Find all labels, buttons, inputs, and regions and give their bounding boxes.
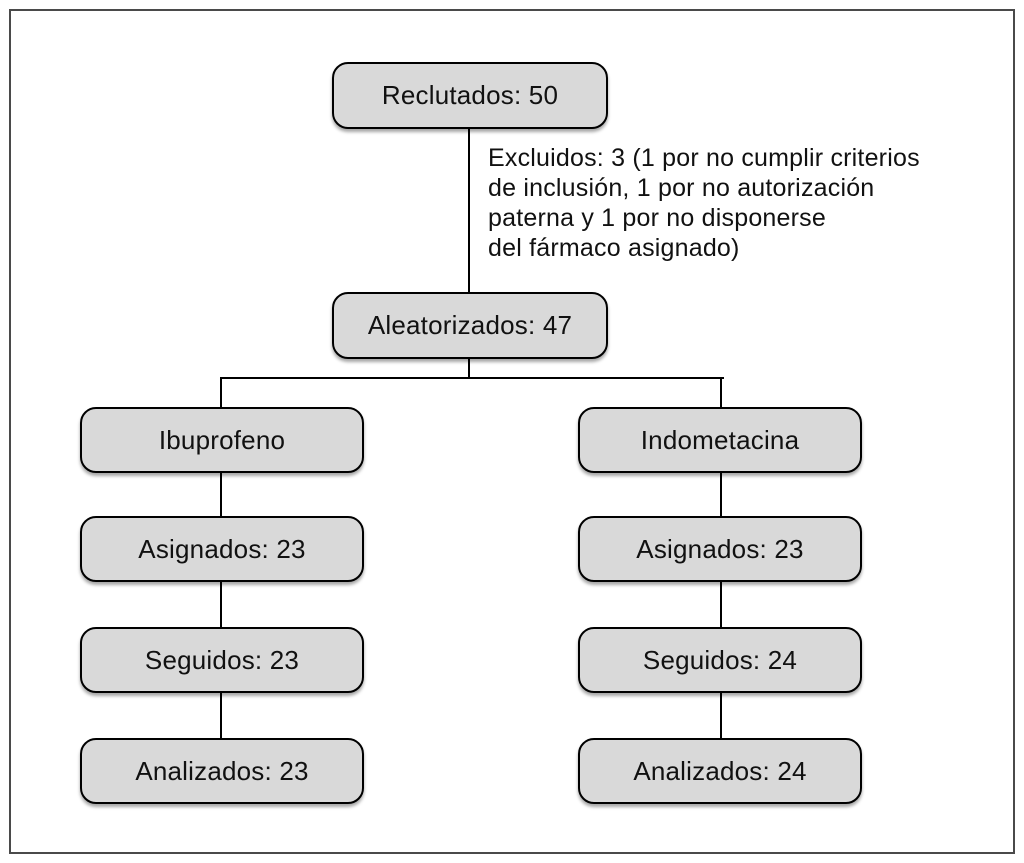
node-left-followed-label: Seguidos: 23 <box>144 644 300 675</box>
node-randomized-label: Aleatorizados: 47 <box>367 310 573 340</box>
exclusion-note-line: de inclusión, 1 por no autorización <box>488 174 875 202</box>
connector-branch-horizontal <box>220 377 724 379</box>
figure-frame <box>9 9 1015 854</box>
node-left-assigned-label: Asignados: 23 <box>138 533 306 564</box>
node-right-followed: Seguidos: 24 <box>578 627 862 693</box>
node-right-assigned-label: Asignados: 23 <box>636 533 804 564</box>
node-left-assigned: Asignados: 23 <box>80 516 364 582</box>
exclusion-note-line: paterna y 1 por no disponerse <box>488 204 826 232</box>
exclusion-note-line: Excluidos: 3 (1 por no cumplir criterios <box>488 144 920 172</box>
node-right-title: Indometacina <box>578 407 862 473</box>
node-recruited: Reclutados: 50 <box>332 62 608 129</box>
node-left-analyzed: Analizados: 23 <box>80 738 364 804</box>
connector-center-vertical <box>468 129 470 379</box>
node-recruited-label: Reclutados: 50 <box>381 80 559 110</box>
node-left-analyzed-label: Analizados: 23 <box>135 755 309 786</box>
node-right-analyzed-label: Analizados: 24 <box>633 755 807 786</box>
node-right-title-label: Indometacina <box>640 424 800 455</box>
node-right-followed-label: Seguidos: 24 <box>642 644 798 675</box>
node-left-title-label: Ibuprofeno <box>158 424 286 455</box>
node-right-analyzed: Analizados: 24 <box>578 738 862 804</box>
node-right-assigned: Asignados: 23 <box>578 516 862 582</box>
node-left-title: Ibuprofeno <box>80 407 364 473</box>
exclusion-note-line: del fármaco asignado) <box>488 234 740 262</box>
node-left-followed: Seguidos: 23 <box>80 627 364 693</box>
node-randomized: Aleatorizados: 47 <box>332 292 608 359</box>
exclusion-note: Excluidos: 3 (1 por no cumplir criterios… <box>488 143 920 263</box>
